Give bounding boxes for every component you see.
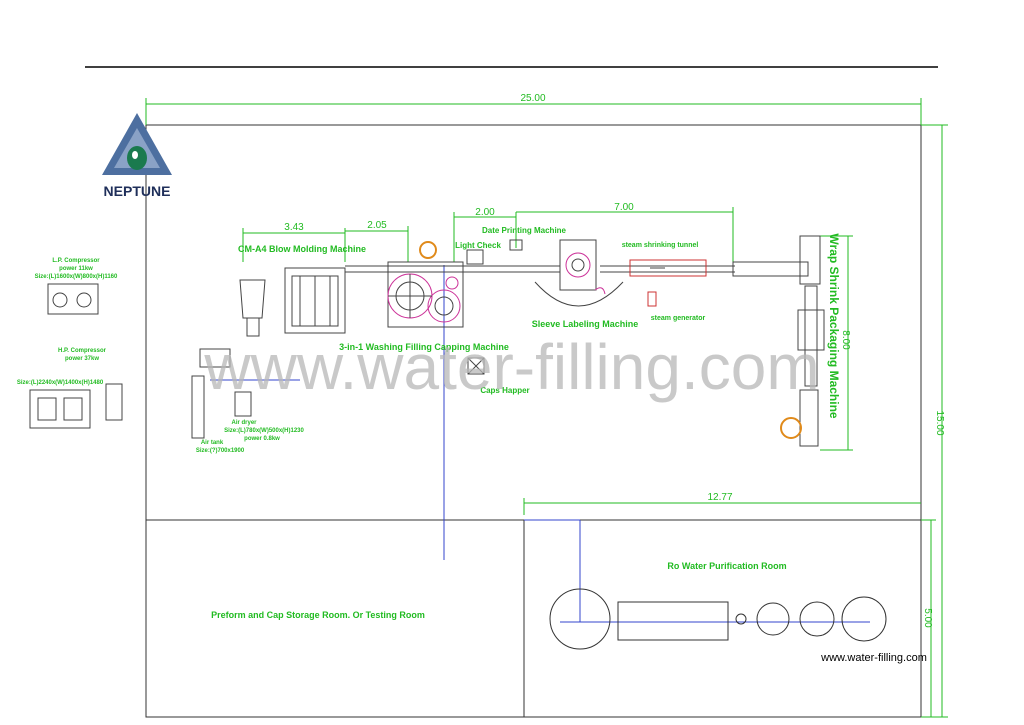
label-air-dryer-power: power 0.8kw [244, 436, 280, 442]
dimension-total-width: 25.00 [145, 93, 922, 125]
dimension-205: 2.05 [345, 220, 409, 262]
dim-lower-height-label: 5.00 [922, 608, 933, 628]
label-sleeve-labeling: Sleeve Labeling Machine [532, 319, 639, 329]
label-steam-tunnel: steam shrinking tunnel [622, 242, 699, 249]
label-light-check: Light Check [455, 241, 501, 250]
label-wrap-shrink: Wrap Shrink Packaging Machine [827, 233, 841, 418]
water-pipes [210, 265, 870, 623]
conveyor-gear-icon [419, 241, 802, 439]
light-check-box [466, 239, 523, 265]
dim-wrap-label: 8.00 [840, 330, 851, 350]
sleeve-labeling-machine [534, 239, 624, 307]
neptune-logo: NEPTUNE [102, 113, 172, 199]
steam-generator [647, 291, 657, 307]
label-date-printing: Date Printing Machine [482, 226, 567, 235]
label-hp-power: power 37kw [65, 356, 99, 362]
label-lp-title: L.P. Compressor [52, 258, 100, 264]
dimension-700: 7.00 [516, 202, 734, 262]
label-ro-room: Ro Water Purification Room [667, 561, 786, 571]
label-air-dryer: Air dryer [231, 420, 257, 426]
dimension-blow: 3.43 [242, 222, 346, 262]
dimension-200: 2.00 [453, 207, 517, 262]
dim-200-label: 2.00 [475, 207, 495, 218]
dimension-1277: 12.77 [523, 492, 921, 515]
label-steam-generator: steam generator [651, 315, 706, 322]
label-blow-molding: CM-A4 Blow Molding Machine [238, 244, 366, 254]
label-air-tank: Air tank [201, 440, 224, 446]
dim-total-height-label: 15.00 [934, 410, 945, 435]
label-hp-title: H.P. Compressor [58, 348, 107, 354]
logo-text: NEPTUNE [104, 183, 171, 199]
dim-blow-label: 3.43 [284, 222, 304, 233]
filling-machine [387, 261, 464, 328]
dim-total-width-label: 25.00 [520, 93, 545, 104]
caps-happer [467, 357, 485, 375]
ro-tanks [549, 588, 887, 650]
label-lp-power: power 11kw [59, 266, 93, 272]
label-caps-happer: Caps Happer [480, 386, 529, 395]
wrap-shrink-machine [797, 235, 825, 447]
label-filling: 3-in-1 Washing Filling Capping Machine [339, 342, 509, 352]
blow-molding-machine [239, 267, 346, 337]
label-hp-size: Size:(L)2240x(W)1400x(H)1480 [17, 380, 104, 386]
dim-700-label: 7.00 [614, 202, 634, 213]
steam-tunnel [629, 259, 707, 277]
dim-205-label: 2.05 [367, 220, 387, 231]
compressor-area [29, 283, 252, 439]
label-air-dryer-size: Size:(L)780x(W)500x(H)1230 [224, 428, 304, 434]
building-outline [145, 124, 922, 718]
label-air-tank-size: Size:(?)700x1900 [196, 448, 245, 454]
dimension-wrap: 8.00 [820, 235, 853, 451]
watermark: www.water-filling.com [203, 331, 819, 403]
dimension-lower-height: 5.00 [921, 519, 936, 717]
dim-1277-label: 12.77 [707, 492, 732, 503]
dimension-total-height: 15.00 [921, 124, 948, 718]
footer-url: www.water-filling.com [820, 652, 927, 664]
label-lp-size: Size:(L)1600x(W)800x(H)1160 [35, 274, 118, 280]
label-storage-room: Preform and Cap Storage Room. Or Testing… [211, 610, 425, 620]
conveyor [345, 261, 809, 277]
